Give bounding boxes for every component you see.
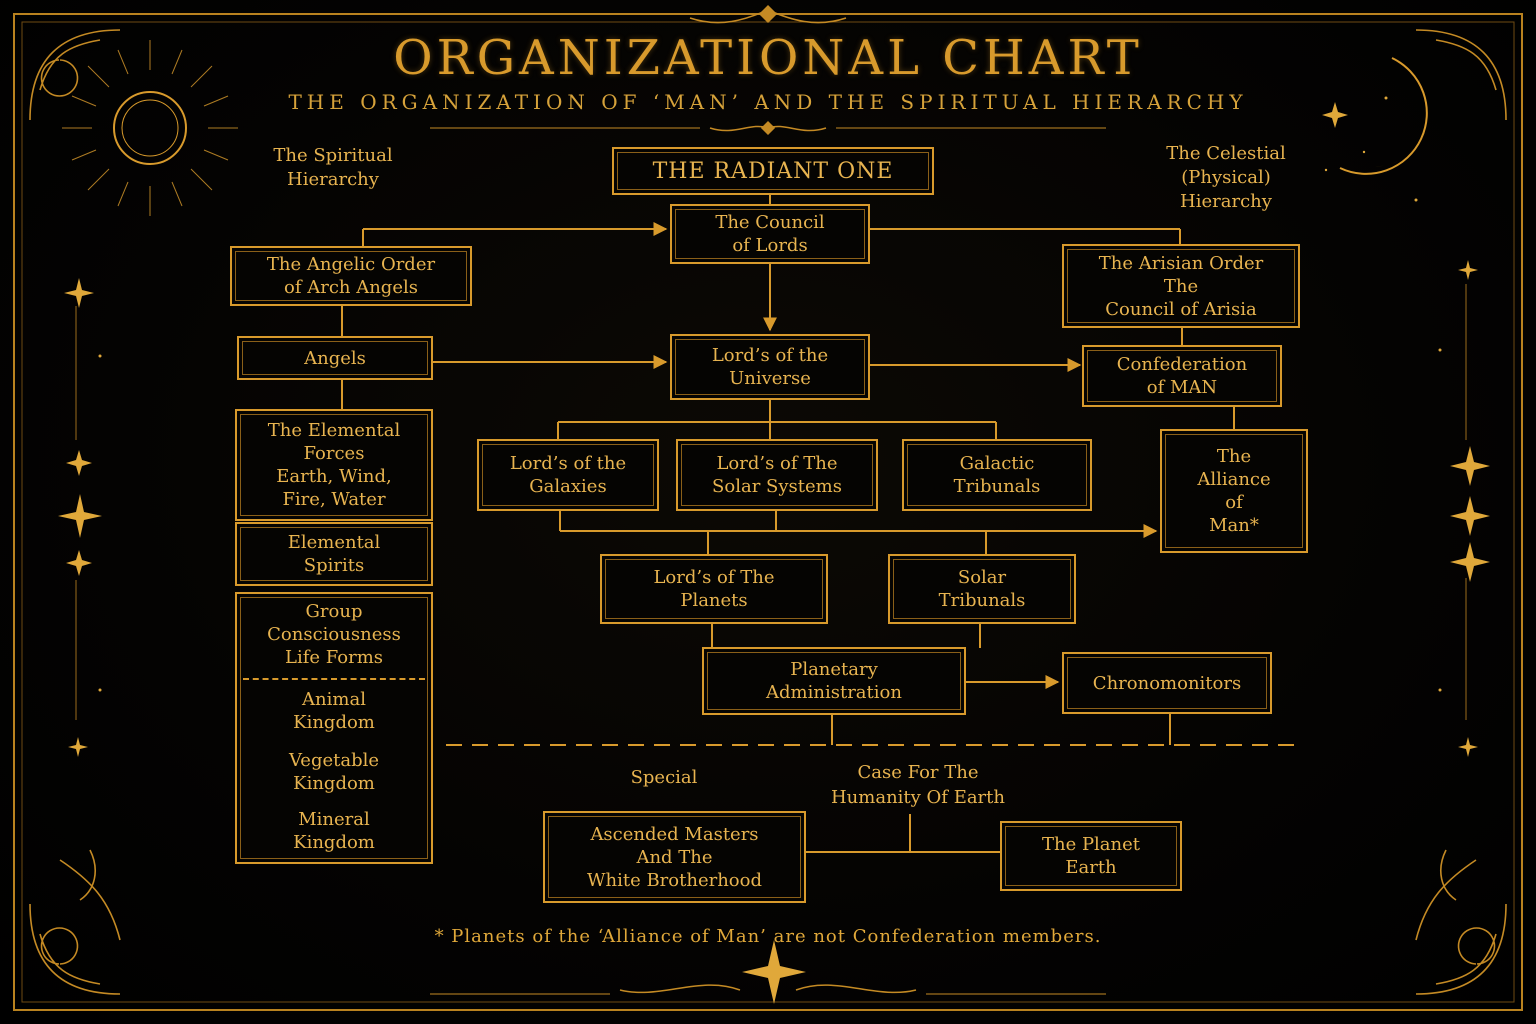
node-life-forms: Group Consciousness Life Forms Animal Ki… — [235, 592, 433, 864]
connector-lines — [341, 194, 1302, 853]
node-chronomonitors: Chronomonitors — [1062, 652, 1272, 714]
node-elemental-spirits: Elemental Spirits — [235, 522, 433, 586]
life-forms-divider — [243, 678, 425, 680]
node-elemental-forces: The Elemental Forces Earth, Wind, Fire, … — [235, 409, 433, 521]
node-solar-tribunals: Solar Tribunals — [888, 554, 1076, 624]
node-lords-solar-systems: Lord’s of The Solar Systems — [676, 439, 878, 511]
node-confederation: Confederation of MAN — [1082, 345, 1282, 407]
corner-flourish-icon — [29, 29, 1507, 995]
side-rule — [75, 284, 1467, 720]
node-galactic-tribunals: Galactic Tribunals — [902, 439, 1092, 511]
node-planet-earth: The Planet Earth — [1000, 821, 1182, 891]
page-title: ORGANIZATIONAL CHART — [393, 30, 1143, 86]
node-council-of-lords: The Council of Lords — [670, 204, 870, 264]
spiritual-hierarchy-label: The Spiritual Hierarchy — [273, 145, 393, 190]
life-forms-group: Group Consciousness Life Forms — [267, 601, 401, 668]
node-lords-galaxies: Lord’s of the Galaxies — [477, 439, 659, 511]
top-ornament-icon — [430, 4, 1106, 136]
node-lords-universe: Lord’s of the Universe — [670, 334, 870, 400]
node-alliance-of-man: The Alliance of Man* — [1160, 429, 1308, 553]
star-icon — [58, 96, 1490, 1004]
crescent-moon-icon — [1339, 57, 1428, 175]
node-radiant-one: THE RADIANT ONE — [612, 147, 934, 195]
celestial-hierarchy-label: The Celestial (Physical) Hierarchy — [1166, 143, 1286, 212]
node-planetary-administration: Planetary Administration — [702, 647, 966, 715]
node-angels: Angels — [237, 336, 433, 380]
bottom-ornament-icon — [430, 984, 1106, 995]
node-lords-planets: Lord’s of The Planets — [600, 554, 828, 624]
special-label: Special — [630, 767, 698, 788]
node-ascended-masters: Ascended Masters And The White Brotherho… — [543, 811, 806, 903]
footnote: * Planets of the ‘Alliance of Man’ are n… — [434, 926, 1102, 947]
life-forms-animal: Animal Kingdom — [293, 689, 375, 733]
node-angelic-order: The Angelic Order of Arch Angels — [230, 246, 472, 306]
life-forms-vegetable: Vegetable Kingdom — [288, 750, 380, 794]
sun-icon — [62, 40, 238, 216]
page-subtitle: THE ORGANIZATION OF ‘MAN’ AND THE SPIRIT… — [288, 90, 1248, 114]
life-forms-mineral: Mineral Kingdom — [293, 809, 375, 853]
case-for-humanity-label: Case For The Humanity Of Earth — [830, 762, 1005, 808]
node-arisian-order: The Arisian Order The Council of Arisia — [1062, 244, 1300, 328]
